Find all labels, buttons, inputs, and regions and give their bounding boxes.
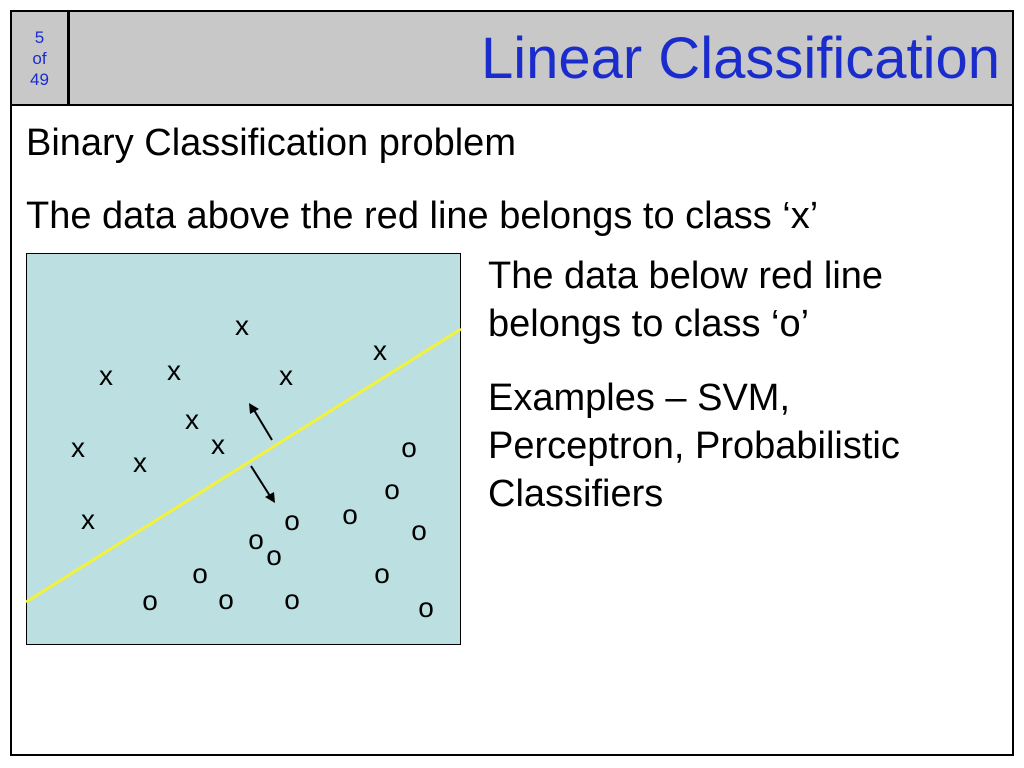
class-o-point: o: [342, 499, 358, 530]
page-total: 49: [30, 69, 49, 89]
class-o-point: o: [374, 558, 390, 589]
page-counter: 5 of 49: [12, 12, 70, 104]
side-text-class-o-line-1: The data below red line: [488, 255, 884, 297]
class-o-point: o: [411, 515, 427, 546]
class-o-point: o: [266, 540, 282, 571]
class-o-point: o: [284, 584, 300, 615]
class-o-point: o: [192, 558, 208, 589]
class-o-point: o: [284, 505, 300, 536]
side-text-examples-line-2: Perceptron, Probabilistic: [488, 425, 900, 467]
class-x-point: x: [185, 404, 199, 435]
class-x-point: x: [235, 310, 249, 341]
class-x-point: x: [211, 429, 225, 460]
class-o-point: o: [218, 584, 234, 615]
side-text-examples-line-3: Classifiers: [488, 473, 664, 515]
plot-background: [26, 253, 461, 645]
page-of: of: [32, 48, 47, 68]
class-o-point: o: [384, 474, 400, 505]
class-o-point: o: [418, 592, 434, 623]
page-title: Linear Classification: [480, 26, 1000, 91]
class-x-point: x: [71, 432, 85, 463]
class-x-point: x: [99, 360, 113, 391]
class-x-point: x: [167, 355, 181, 386]
class-o-point: o: [142, 585, 158, 616]
separator-line: [26, 327, 461, 604]
class-x-point: x: [279, 360, 293, 391]
page-number: 5: [34, 27, 45, 47]
class-o-point: o: [401, 432, 417, 463]
normal-arrow-up: [249, 403, 273, 441]
side-text-class-o: The data below red line belongs to class…: [488, 252, 988, 348]
class-x-point: x: [81, 504, 95, 535]
class-o-point: o: [248, 524, 264, 555]
class-x-point: x: [133, 447, 147, 478]
side-text-examples: Examples – SVM, Perceptron, Probabilisti…: [488, 374, 988, 518]
normal-arrow-down: [250, 465, 275, 503]
class-x-point: x: [373, 335, 387, 366]
bullet-binary-classification: Binary Classification problem: [26, 122, 516, 164]
title-bar: 5 of 49 Linear Classification: [12, 12, 1012, 106]
bullet-class-x: The data above the red line belongs to c…: [26, 195, 819, 237]
side-text-examples-line-1: Examples – SVM,: [488, 377, 790, 419]
side-text-class-o-line-2: belongs to class ‘o’: [488, 303, 810, 345]
